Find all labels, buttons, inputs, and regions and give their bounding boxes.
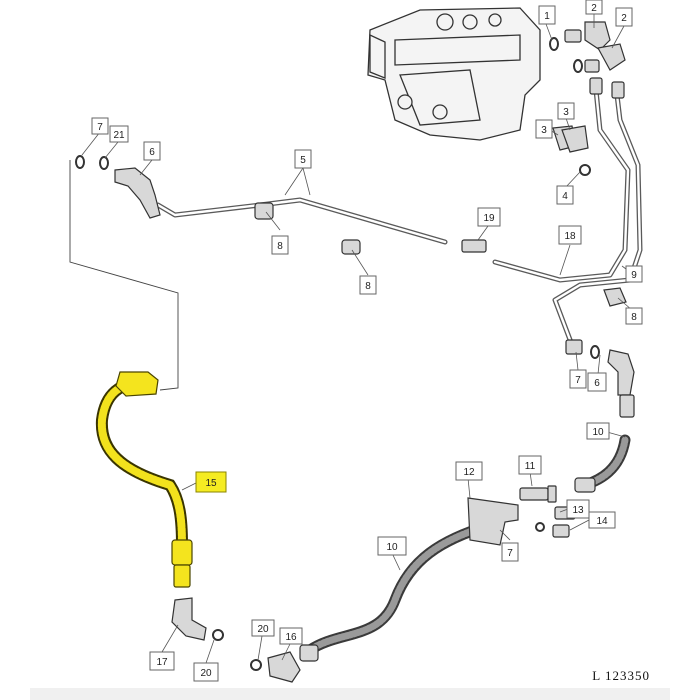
callout-7: 7 <box>91 117 109 135</box>
callout-label: 9 <box>631 270 637 281</box>
callout-label: 10 <box>386 542 398 553</box>
callout-label: 19 <box>483 213 495 224</box>
callout-label: 6 <box>149 147 155 158</box>
callout-2: 2 <box>615 7 633 27</box>
valve-housing <box>367 7 541 141</box>
tube-assemblies <box>155 87 643 348</box>
callout-label: 8 <box>365 281 371 292</box>
callout-12: 12 <box>455 461 483 481</box>
callout-label: 11 <box>525 461 536 472</box>
callout-4: 4 <box>556 185 574 205</box>
callout-label: 10 <box>592 427 604 438</box>
left-fittings <box>75 155 487 255</box>
callout-15: 15 <box>195 471 227 493</box>
bracket-assembly <box>467 485 576 546</box>
callout-label: 21 <box>113 130 125 141</box>
callout-17: 17 <box>149 651 175 671</box>
callout-7: 7 <box>569 369 587 389</box>
callout-3: 3 <box>557 102 575 120</box>
callout-8: 8 <box>271 235 289 255</box>
callout-21: 21 <box>109 125 129 143</box>
callout-5: 5 <box>294 149 312 169</box>
callout-13: 13 <box>566 499 590 519</box>
callout-label: 8 <box>631 312 637 323</box>
callout-6: 6 <box>143 141 161 161</box>
callout-label: 7 <box>507 548 513 559</box>
callout-label: 8 <box>277 241 283 252</box>
callout-3: 3 <box>535 119 553 139</box>
callout-8: 8 <box>625 307 643 325</box>
callout-label: 20 <box>257 624 269 635</box>
callout-2: 2 <box>585 0 603 15</box>
callout-label: 2 <box>591 3 597 14</box>
callout-8: 8 <box>359 275 377 295</box>
callout-label: 7 <box>575 375 581 386</box>
callout-label: 15 <box>205 478 217 489</box>
hoses <box>299 434 631 662</box>
callout-label: 13 <box>572 505 584 516</box>
callout-7: 7 <box>501 542 519 562</box>
callout-18: 18 <box>558 225 582 245</box>
callout-label: 17 <box>156 657 168 668</box>
callout-label: 14 <box>596 516 608 527</box>
callout-9: 9 <box>625 265 643 283</box>
lower-left-fittings <box>171 597 301 683</box>
leader-lines <box>81 14 633 664</box>
callout-label: 12 <box>463 467 475 478</box>
callout-label: 2 <box>621 13 627 24</box>
callout-20: 20 <box>193 662 219 682</box>
right-fittings <box>565 287 635 418</box>
callout-19: 19 <box>477 207 501 227</box>
callout-20: 20 <box>251 619 275 637</box>
callout-label: 1 <box>544 11 550 22</box>
callout-label: 4 <box>562 191 568 202</box>
callout-label: 18 <box>564 231 576 242</box>
callout-11: 11 <box>518 455 542 475</box>
callout-1: 1 <box>538 5 556 25</box>
callout-6: 6 <box>587 372 607 392</box>
callout-10: 10 <box>586 422 610 440</box>
reference-bracket-lines <box>69 160 179 391</box>
upper-fittings <box>549 21 626 176</box>
callout-10: 10 <box>377 536 407 556</box>
drawing-id: L 123350 <box>592 668 650 683</box>
callout-label: 5 <box>300 155 306 166</box>
highlighted-hose-15 <box>95 371 193 588</box>
callout-label: 20 <box>200 668 212 679</box>
callout-label: 3 <box>563 107 569 118</box>
callout-label: 7 <box>97 122 103 133</box>
callout-label: 16 <box>285 632 297 643</box>
callout-14: 14 <box>588 511 616 529</box>
callout-label: 6 <box>594 378 600 389</box>
bottom-strip <box>30 688 670 700</box>
callout-label: 3 <box>541 125 547 136</box>
callout-16: 16 <box>279 627 303 645</box>
